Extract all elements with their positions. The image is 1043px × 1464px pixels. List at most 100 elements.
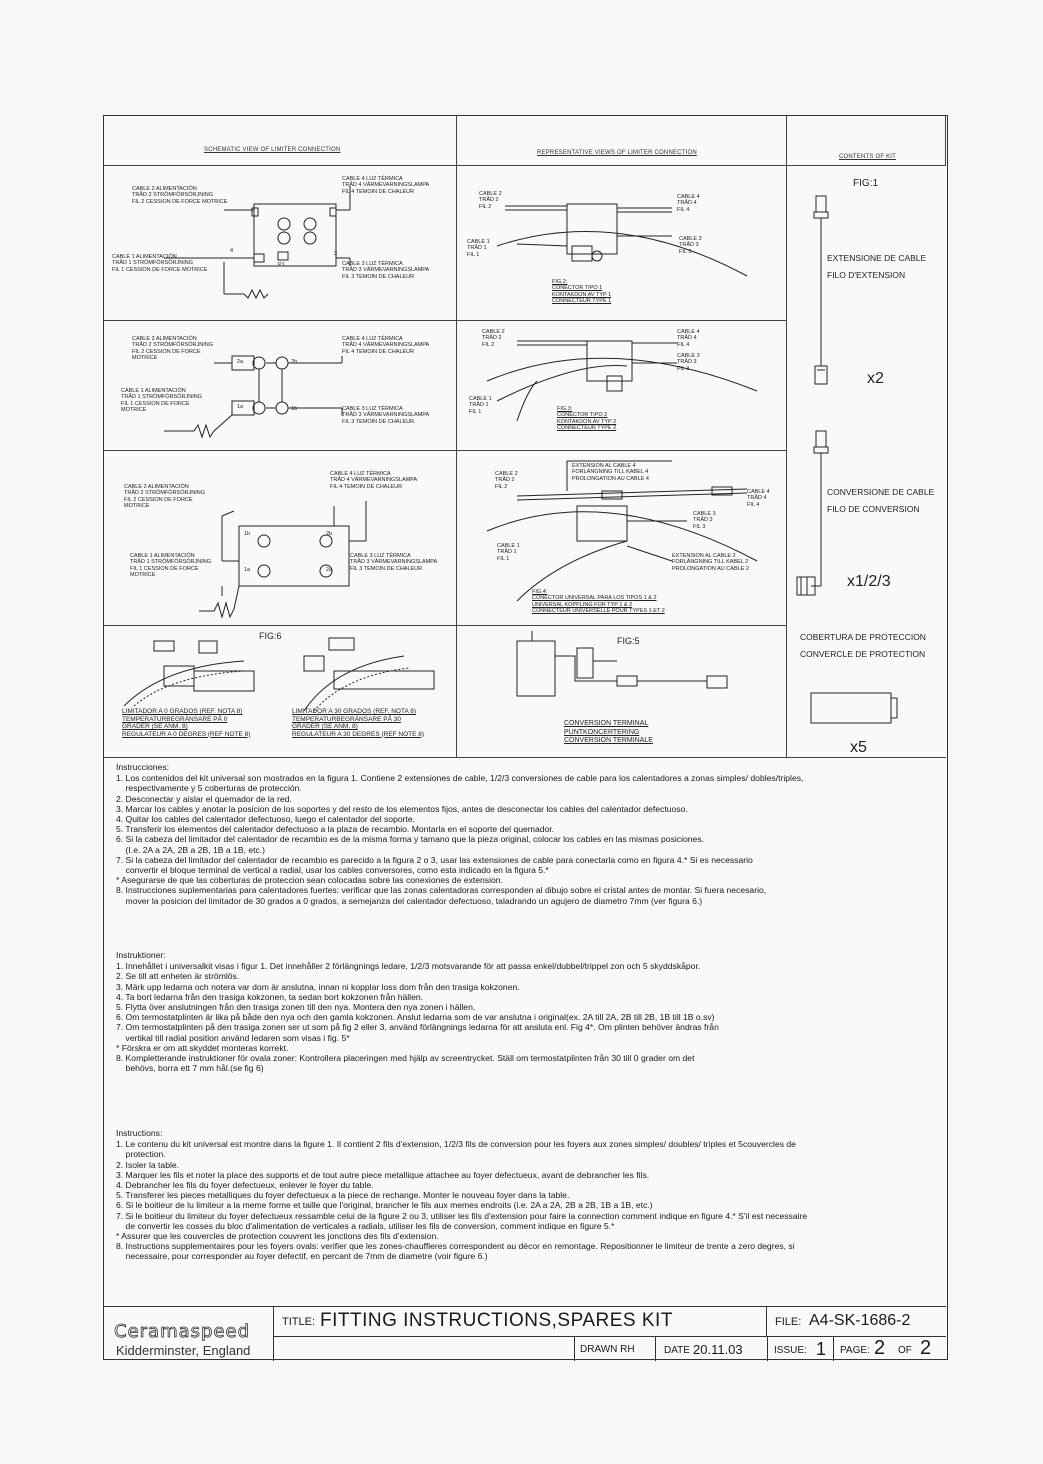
instructions-es-title: Instrucciones: <box>116 762 170 772</box>
fig4-cable3-label: CABLE 3 TRÅD 3 FIL 3 <box>693 511 716 530</box>
instruction-line: * Asegurarse de que las coberturas de pr… <box>116 875 503 886</box>
contents-cell: FIG:1 EXTENSIONE DE CABLE FILO D'EXTENSI… <box>787 166 946 758</box>
instructions-es: Instrucciones: 1. Los contenidos del kit… <box>116 762 941 906</box>
issue-value: 1 <box>816 1339 827 1359</box>
fig6-cell: FIG:6 LIMITADOR A 0 GRADOS (REF. NOTA 8)… <box>104 626 457 758</box>
instruction-line: 5. Flytta över anslutningen från den tra… <box>116 1002 476 1013</box>
issue-prefix: ISSUE: <box>774 1345 807 1356</box>
instruction-line: 8. Kompletterande instruktioner för oval… <box>116 1053 695 1064</box>
instruction-line: vertikal till radial position använd led… <box>116 1032 350 1043</box>
instruction-line: 8. Instructions supplementaires pour les… <box>116 1241 795 1252</box>
sch2-cable2-label: CABLE 2 ALIMENTACIÓN TRÅD 2 STRÖMFÖRSÖRJ… <box>132 336 213 362</box>
instructions-sv: Instruktioner: 1. Innehållet i universal… <box>116 950 941 1073</box>
instruction-line: 4. Debrancher les fils du foyer defectue… <box>116 1180 374 1191</box>
date-box: DATE 20.11.03 <box>656 1337 768 1361</box>
instruction-line: necessaire, pour corresponder au foyer d… <box>116 1251 488 1262</box>
instruction-line: 3. Marcar los cables y anotar la posicio… <box>116 803 688 814</box>
title-box: TITLE: FITTING INSTRUCTIONS,SPARES KIT <box>274 1307 766 1337</box>
fig2-drawing <box>496 203 748 277</box>
fig2-cable4-label: CABLE 4 TRÅD 4 FIL 4 <box>677 194 700 213</box>
fig5-caption: CONVERSION TERMINAL PUNTKONCERTERING CON… <box>564 720 653 744</box>
sch2-1a-label: 1a <box>237 404 244 410</box>
fig3-caption: FIG.3: CONECTOR TIPO 2 KONTAKDON AV TYP … <box>557 406 617 432</box>
fig2-cable2-label: CABLE 2 TRÅD 2 FIL 2 <box>479 191 502 210</box>
fig3-cable2-label: CABLE 2 TRÅD 2 FIL 2 <box>482 329 505 348</box>
instructions-sv-title: Instruktioner: <box>116 950 166 960</box>
page-prefix: PAGE: <box>840 1345 870 1356</box>
fig4-ext2-label: EXTENSION AL CABLE 2 FORLÄNGNING TILL KA… <box>672 553 749 572</box>
fig4-cable4-label: CABLE 4 TRÅD 4 FIL 4 <box>747 489 770 508</box>
date-prefix: DATE <box>664 1345 690 1356</box>
fig4-cable1-label: CABLE 1 TRÅD 1 FIL 1 <box>497 543 520 562</box>
representative-header-cell: REPRESENTATIVE VIEWS OF LIMITER CONNECTI… <box>457 116 787 166</box>
instruction-line: 3. Märk upp ledarna och notera var dom ä… <box>116 981 520 992</box>
schematic-row-1: CABLE 2 ALIMENTACIÓN TRÅD 2 STRÖMFÖRSÖRJ… <box>104 166 457 321</box>
company-box: Ceramaspeed Kidderminster, England <box>104 1307 274 1361</box>
fig5-label: FIG:5 <box>617 636 640 646</box>
sch3-cable4-label: CABLE 4 LUZ TÉRMICA TRÅD 4 VÄRMEVARNINGS… <box>330 471 418 490</box>
page-total: 2 <box>920 1337 932 1359</box>
fig1-label: FIG:1 <box>853 178 879 189</box>
schematic-row-3: CABLE 2 ALIMENTACIÓN TRÅD 2 STRÖMFÖRSÖRJ… <box>104 451 457 626</box>
issue-box: ISSUE: 1 <box>768 1337 834 1361</box>
fig4-caption: FIG.4: CONECTOR UNIVERSAL PARA LOS TIPOS… <box>532 589 665 615</box>
sch1-cable2-label: CABLE 2 ALIMENTACIÓN TRÅD 2 STRÖMFÖRSÖRJ… <box>132 186 228 205</box>
schematic-2-drawing <box>164 355 343 439</box>
file-number: A4-SK-1686-2 <box>809 1312 911 1329</box>
instruction-line: * Assurer que les couvercles de protecti… <box>116 1231 439 1242</box>
instruction-line: 2. Isoler la table. <box>116 1159 180 1170</box>
instructions-fr-title: Instructions: <box>116 1128 163 1138</box>
fig2-cable1-label: CABLE 1 TRÅD 1 FIL 1 <box>467 239 490 258</box>
fig5-drawing <box>516 631 728 697</box>
instruction-line: 7. Si le boitieur du limiteur du foyer d… <box>116 1210 808 1221</box>
title-prefix: TITLE: <box>282 1316 316 1328</box>
contents-header-cell: CONTENTS OF KIT <box>787 116 946 166</box>
page-of: OF <box>898 1345 912 1356</box>
company-location: Kidderminster, England <box>116 1343 251 1358</box>
fig2-caption: FIG.2: CONECTOR TIPO 1 KONTAKDON AV TYP … <box>552 279 612 305</box>
diagram-grid: SCHEMATIC VIEW OF LIMITER CONNECTION REP… <box>104 116 946 758</box>
page-value: 2 <box>874 1337 886 1359</box>
sch3-1a-label: 1a <box>244 567 251 573</box>
sch1-cable1-label: CABLE 1 ALIMENTACIÓN TRÅD 1 STRÖMFÖRSÖRJ… <box>112 254 208 273</box>
instruction-line: protection. <box>116 1149 166 1160</box>
page-box: PAGE: 2 OF 2 <box>834 1337 946 1361</box>
fig6-drawing <box>123 637 435 712</box>
instruction-line: 2. Se till att enheten är strömlös. <box>116 971 240 982</box>
instruction-line: 3. Marquer les fils et noter la place de… <box>116 1169 650 1180</box>
instruction-line: 5. Transferer les pieces metalliques du … <box>116 1190 570 1201</box>
cover-qty: x5 <box>850 739 867 756</box>
sch3-2b-label: 2b <box>326 531 333 537</box>
instruction-line: 6. Si le boitieur de lu limiteur a la me… <box>116 1200 653 1211</box>
instruction-line: convertir el bloque terminal de vertical… <box>116 865 549 876</box>
fig3-cable4-label: CABLE 4 TRÅD 4 FIL 4 <box>677 329 700 348</box>
representative-header: REPRESENTATIVE VIEWS OF LIMITER CONNECTI… <box>537 150 697 156</box>
instruction-line: 6. Si la cabeza del limitador del calent… <box>116 834 705 845</box>
schematic-header-cell: SCHEMATIC VIEW OF LIMITER CONNECTION <box>104 116 457 166</box>
instruction-line: mover la posicion del limitador de 30 gr… <box>116 895 703 906</box>
fig4-cell: EXTENSION AL CABLE 4 FORLÄNGNING TILL KA… <box>457 451 787 626</box>
sch3-cable1-label: CABLE 1 ALIMENTACIÓN TRÅD 1 STRÖMFÖRSÖRJ… <box>130 553 211 579</box>
fig2-cell: CABLE 2 TRÅD 2 FIL 2 CABLE 1 TRÅD 1 FIL … <box>457 166 787 321</box>
sch1-t4-label: 4 <box>230 248 234 254</box>
fig6-left-caption: LIMITADOR A 0 GRADOS (REF. NOTA 8) TEMPE… <box>122 708 251 738</box>
sch3-1b-label: 1b <box>244 531 251 537</box>
instruction-line: 7. Om termostatplinten på den trasiga zo… <box>116 1022 719 1033</box>
instructions-fr-list: 1. Le contenu du kit universal est montr… <box>116 1139 941 1261</box>
sch2-2b-label: 2b <box>291 359 298 365</box>
instruction-line: de convertir les cosses du bloc d'alimen… <box>116 1220 615 1231</box>
instruction-line: 5. Transferir los elementos del calentad… <box>116 824 555 835</box>
instructions-sv-list: 1. Innehållet i universalkit visas i fig… <box>116 961 941 1073</box>
fig6-right-caption: LIMITADOR A 30 GRADOS (REF. NOTA 8) TEMP… <box>292 708 425 738</box>
sch2-2a-label: 2a <box>237 359 244 365</box>
sch3-2a-label: 2a <box>326 567 333 573</box>
sch1-cable3-label: CABLE 3 LUZ TÉRMICA TRÅD 3 VÄRMEVARNINGS… <box>342 261 430 280</box>
sch3-cable3-label: CABLE 3 LUZ TÉRMICA TRÅD 3 VÄRMEVARNINGS… <box>350 553 438 572</box>
fig4-drawing <box>486 460 758 602</box>
instruction-line: 2. Desconectar y aislar el quemador de l… <box>116 793 292 804</box>
schematic-header: SCHEMATIC VIEW OF LIMITER CONNECTION <box>204 147 341 153</box>
company-logo: Ceramaspeed <box>114 1321 251 1343</box>
instruction-line: 1. Los contenidos del kit universal son … <box>116 773 804 784</box>
fig3-cable1-label: CABLE 1 TRÅD 1 FIL 1 <box>469 396 492 415</box>
drawing-sheet: SCHEMATIC VIEW OF LIMITER CONNECTION REP… <box>103 115 948 1361</box>
